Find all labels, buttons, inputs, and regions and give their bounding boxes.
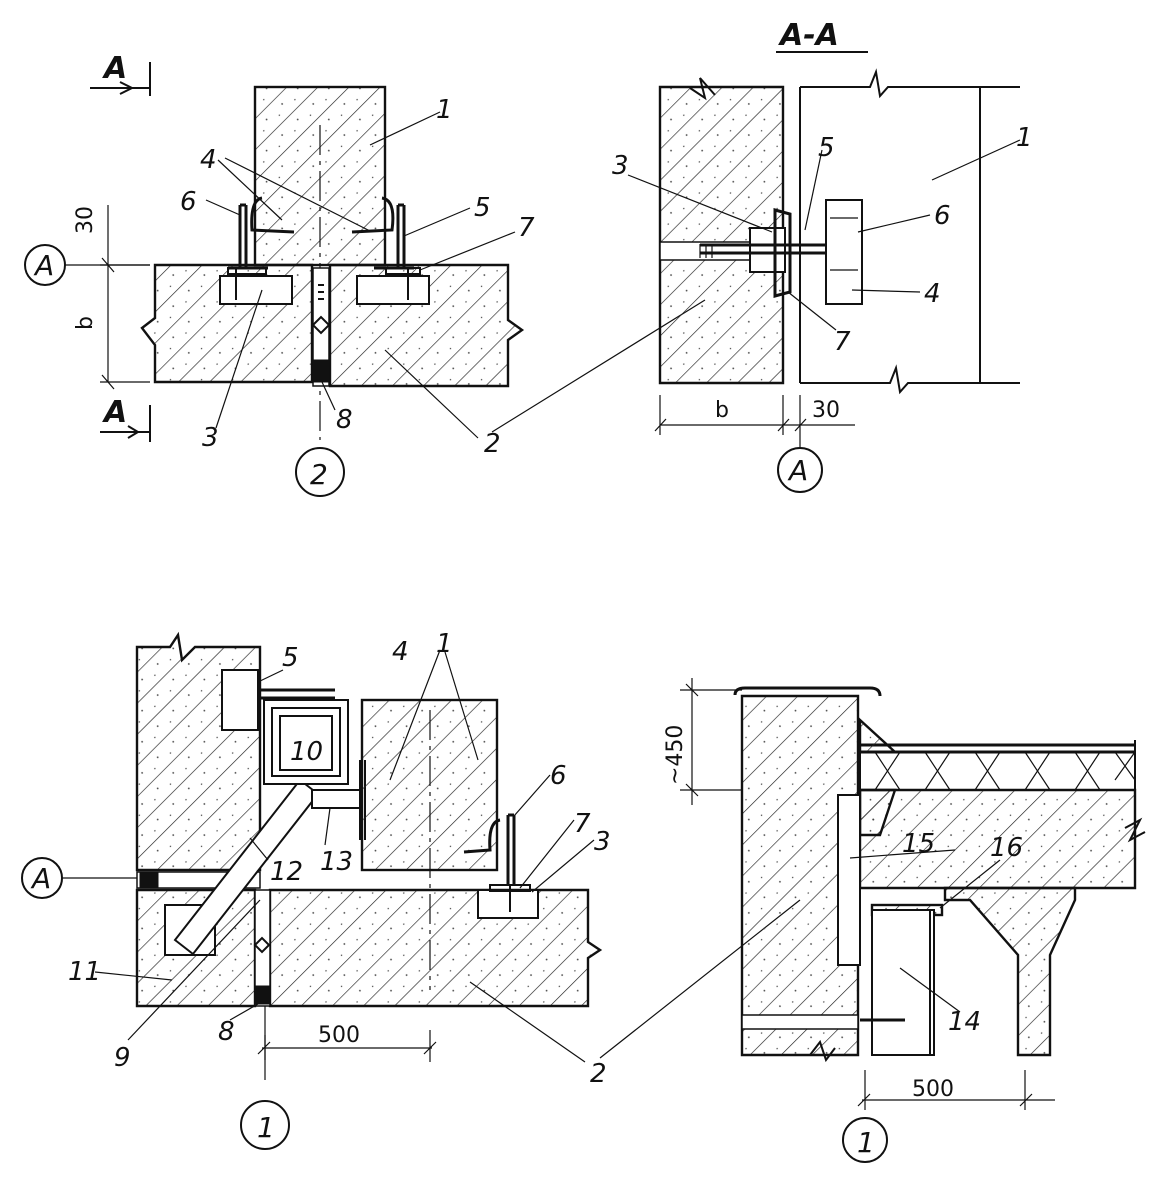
svg-text:6: 6 [180,187,197,217]
section-title: A-A [778,18,839,53]
svg-text:4: 4 [200,145,217,175]
bracket-6-section [825,199,863,305]
svg-text:5: 5 [818,133,835,163]
svg-text:9: 9 [114,1043,131,1073]
svg-text:4: 4 [392,637,409,667]
panel-joint [312,267,330,387]
detail-bottom-left: A 500 1 5 10 4 1 6 7 3 13 12 11 9 8 2 [21,629,801,1150]
svg-text:A: A [33,249,54,282]
svg-text:30: 30 [73,206,98,234]
svg-text:A: A [102,51,127,86]
svg-text:3: 3 [202,423,219,453]
steel-column-15 [837,794,861,966]
svg-text:15: 15 [902,829,935,859]
axis-bubble-2 [295,447,345,497]
svg-text:4: 4 [924,279,941,309]
svg-text:8: 8 [336,405,353,435]
svg-text:2: 2 [590,1059,607,1089]
svg-text:7: 7 [574,809,591,839]
detail-section-A-A: A-A b 30 A 1 5 3 6 4 7 [612,18,1033,493]
svg-text:3: 3 [612,151,629,181]
post-14 [871,909,935,1056]
sealant-8 [313,359,329,383]
svg-text:5: 5 [282,643,299,673]
svg-text:3: 3 [594,827,611,857]
axis-bubble-1-bottom-right [842,1117,888,1163]
bracket-5 [221,669,259,731]
svg-text:2: 2 [484,429,501,459]
svg-text:2: 2 [310,458,328,491]
plate-13 [311,789,361,809]
svg-text:1: 1 [436,95,453,125]
embedded-plate-3-left [219,275,293,305]
svg-text:A: A [787,454,808,487]
svg-text:13: 13 [320,847,353,877]
svg-text:1: 1 [257,1111,275,1144]
svg-text:8: 8 [218,1017,235,1047]
svg-text:12: 12 [270,857,303,887]
svg-text:A: A [30,862,51,895]
section-mark-bottom: A [100,395,151,442]
section-wall-panel [658,85,785,385]
detail-top-left: A A 30 b A [24,51,706,497]
detail-bottom-right: ~450 500 1 15 16 14 [663,678,1146,1163]
svg-text:5: 5 [474,193,491,223]
embedded-plate-3-bottom [477,889,539,919]
roof-insulation [859,751,1136,791]
svg-text:500: 500 [318,1023,360,1048]
svg-text:~450: ~450 [663,725,688,785]
svg-text:b: b [73,316,98,330]
svg-text:10: 10 [290,737,323,767]
t-beam [943,886,1077,1057]
svg-text:7: 7 [518,213,535,243]
svg-text:1: 1 [1016,123,1033,153]
svg-text:6: 6 [550,761,567,791]
svg-text:6: 6 [934,201,951,231]
svg-text:11: 11 [68,957,101,987]
svg-text:7: 7 [834,327,851,357]
axis-bubble-1-bottom-left [240,1100,290,1150]
svg-text:b: b [715,398,729,423]
anchor-bolt-6-right [396,203,406,268]
svg-text:1: 1 [857,1126,875,1159]
svg-text:A: A [102,395,127,430]
svg-text:30: 30 [812,398,840,423]
embedded-plate-3-right [356,275,430,305]
column-1-outline [800,68,1020,395]
angle-7-section [773,208,792,298]
plate-3-section [749,227,786,273]
svg-text:14: 14 [948,1007,981,1037]
anchor-bolt-6-left [238,203,248,268]
parapet-panel [740,694,860,1057]
svg-text:500: 500 [912,1077,954,1102]
angle-4-right [351,196,395,234]
svg-text:1: 1 [436,629,453,659]
wall-panel-2-bottom [268,888,603,1008]
svg-text:16: 16 [990,833,1023,863]
section-mark-top: A [90,51,151,96]
